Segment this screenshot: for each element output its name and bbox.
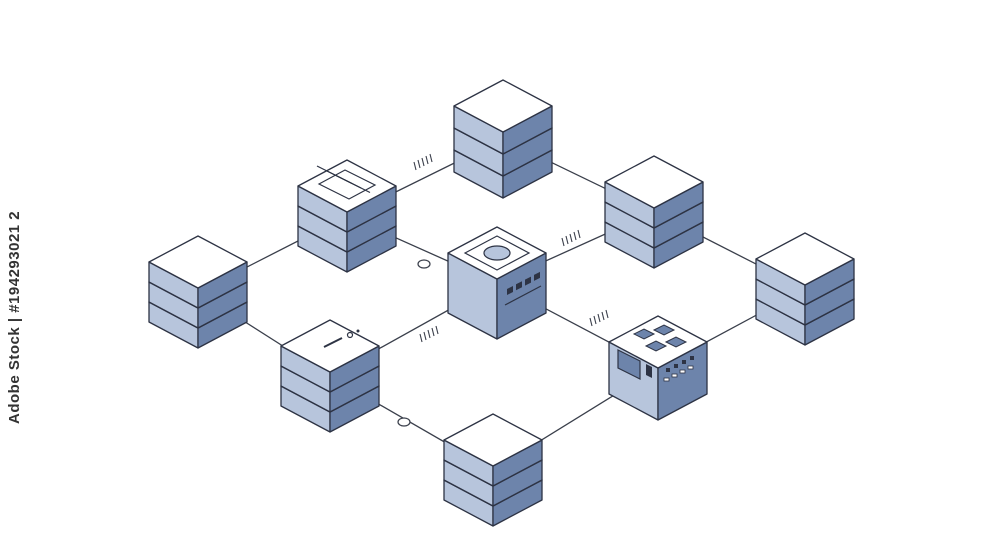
server-nodes (148, 79, 855, 527)
lower-left-drive-stack (280, 319, 380, 433)
upper-left-document-stack (297, 159, 397, 273)
line-node-marker (417, 259, 431, 269)
router-hub-icon (447, 226, 547, 340)
bottom-stack (443, 413, 543, 527)
line-hatch-marker (589, 309, 609, 327)
server-stack-icon (443, 413, 543, 527)
line-hatch-marker (413, 153, 433, 171)
server-stack-icon (453, 79, 553, 199)
far-right-stack (755, 232, 855, 346)
solar-panel-server-icon (608, 315, 708, 421)
server-stack-icon (604, 155, 704, 269)
upper-right-stack (604, 155, 704, 269)
center-hub (447, 226, 547, 340)
document-server-icon (297, 159, 397, 273)
top-stack (453, 79, 553, 199)
far-left-stack (148, 235, 248, 349)
lower-right-power-unit (608, 315, 708, 421)
line-hatch-marker (561, 229, 581, 247)
stock-id-text: Adobe Stock | #194293021 2 (6, 210, 23, 424)
server-stack-icon (148, 235, 248, 349)
server-stack-icon (755, 232, 855, 346)
hard-drive-icon (280, 319, 380, 433)
line-node-marker (397, 417, 411, 427)
line-hatch-marker (419, 325, 439, 343)
connection-markers (397, 153, 779, 427)
